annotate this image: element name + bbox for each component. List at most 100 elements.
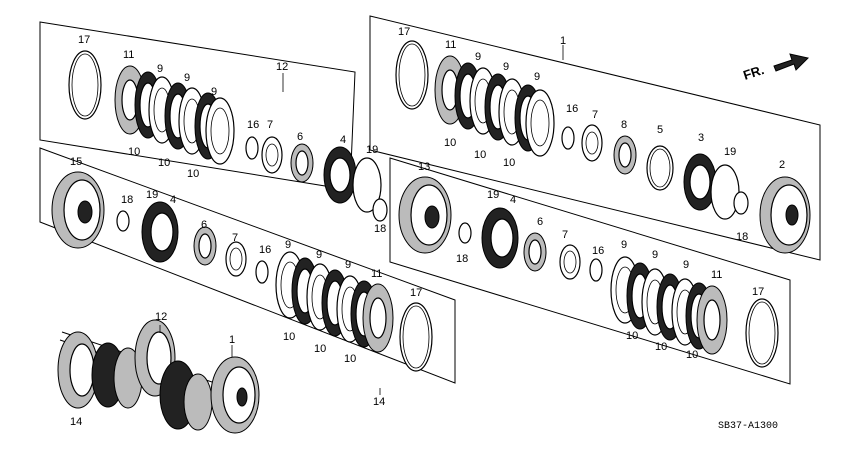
snap-ring-17 [745, 298, 779, 368]
upper-left-clutch-parts [68, 50, 388, 222]
spring-retainer-7 [261, 136, 283, 174]
callout: 10 [444, 137, 456, 149]
o-ring-19 [352, 157, 382, 213]
callout: 7 [592, 109, 598, 121]
spring-retainer-7 [225, 241, 247, 277]
callout: 10 [626, 330, 638, 342]
callout: 17 [410, 287, 422, 299]
snap-ring-17 [68, 50, 102, 120]
o-ring-18 [458, 222, 472, 244]
arrow-icon [773, 53, 809, 72]
lower-right-clutch-parts [398, 176, 779, 368]
callout: 8 [621, 119, 627, 131]
callout: 10 [158, 157, 170, 169]
callout: 11 [123, 49, 134, 61]
snap-ring-16 [589, 258, 603, 282]
callout: 18 [121, 194, 133, 206]
callout: 10 [187, 168, 199, 180]
callout: 16 [592, 245, 604, 257]
callout: 9 [211, 86, 217, 98]
callout: 17 [752, 286, 764, 298]
callout: 9 [621, 239, 627, 251]
clutch-plate-10 [205, 97, 235, 165]
callout: 10 [314, 343, 326, 355]
snap-ring-16 [255, 260, 269, 284]
callout: 18 [456, 253, 468, 265]
callout: 4 [170, 194, 176, 206]
callout: 5 [657, 124, 663, 136]
callout: 10 [655, 341, 667, 353]
callout: 6 [201, 219, 207, 231]
callout: 19 [724, 146, 736, 158]
group-box-upper-right [369, 15, 821, 261]
callout: 10 [686, 349, 698, 361]
callout: 9 [534, 71, 540, 83]
callout: 7 [562, 229, 568, 241]
callout: 17 [398, 26, 410, 38]
o-ring-18 [372, 198, 388, 222]
callout: 4 [340, 134, 346, 146]
callout: 9 [683, 259, 689, 271]
callout: 7 [232, 232, 238, 244]
snap-ring-17 [399, 302, 433, 372]
leader-lines [159, 45, 564, 395]
callout: 3 [698, 132, 704, 144]
lower-left-clutch-parts [51, 171, 433, 372]
callout: 16 [247, 119, 259, 131]
callout: 15 [70, 156, 82, 168]
group-box-lower-left [39, 147, 456, 384]
callout: 6 [297, 131, 303, 143]
upper-right-clutch-parts [395, 40, 811, 254]
callout: 2 [779, 159, 785, 171]
callout: 9 [652, 249, 658, 261]
callout: 9 [285, 239, 291, 251]
callout: 9 [316, 249, 322, 261]
callout: 1 [229, 334, 235, 346]
callout: 10 [283, 331, 295, 343]
callout: 18 [736, 231, 748, 243]
callout: 19 [366, 144, 378, 156]
o-ring-19 [710, 164, 740, 220]
diagram-reference-code: SB37-A1300 [718, 421, 778, 432]
snap-ring-17 [395, 40, 429, 110]
clutch-plate-10 [525, 89, 555, 157]
callout: 10 [344, 353, 356, 365]
callout: 4 [510, 194, 516, 206]
snap-ring-5 [646, 145, 674, 191]
callout: 14 [70, 416, 82, 428]
spring-retainer-7 [559, 244, 581, 280]
o-ring-18 [116, 210, 130, 232]
callout: 9 [184, 72, 190, 84]
group-box-lower-right [389, 157, 791, 385]
svg-text:FR.: FR. [741, 62, 766, 83]
callout: 16 [566, 103, 578, 115]
o-ring-18 [733, 191, 749, 215]
callout: 10 [128, 146, 140, 158]
callout: 18 [374, 223, 386, 235]
callout: 1 [560, 35, 566, 47]
callout: 11 [371, 268, 382, 280]
callout: 12 [276, 61, 288, 73]
snap-ring-16 [245, 136, 259, 160]
callout: 6 [537, 216, 543, 228]
callout: 19 [146, 189, 158, 201]
callout: 19 [487, 189, 499, 201]
callout: 7 [267, 119, 273, 131]
callout: 14 [373, 396, 385, 408]
callout: 11 [711, 269, 722, 281]
gear [183, 373, 213, 431]
snap-ring-16 [561, 126, 575, 150]
spring-retainer-7 [581, 124, 603, 162]
callout: 12 [155, 311, 167, 323]
callout: 9 [345, 259, 351, 271]
callout: 11 [445, 39, 456, 51]
callout: 10 [503, 157, 515, 169]
callout-labels: 17 11 9 9 9 10 10 10 12 16 7 6 4 19 18 1… [70, 26, 785, 428]
callout: 9 [475, 51, 481, 63]
callout: 17 [78, 34, 90, 46]
callout: 10 [474, 149, 486, 161]
callout: 16 [259, 244, 271, 256]
callout: 13 [418, 161, 430, 173]
callout: 9 [503, 61, 509, 73]
